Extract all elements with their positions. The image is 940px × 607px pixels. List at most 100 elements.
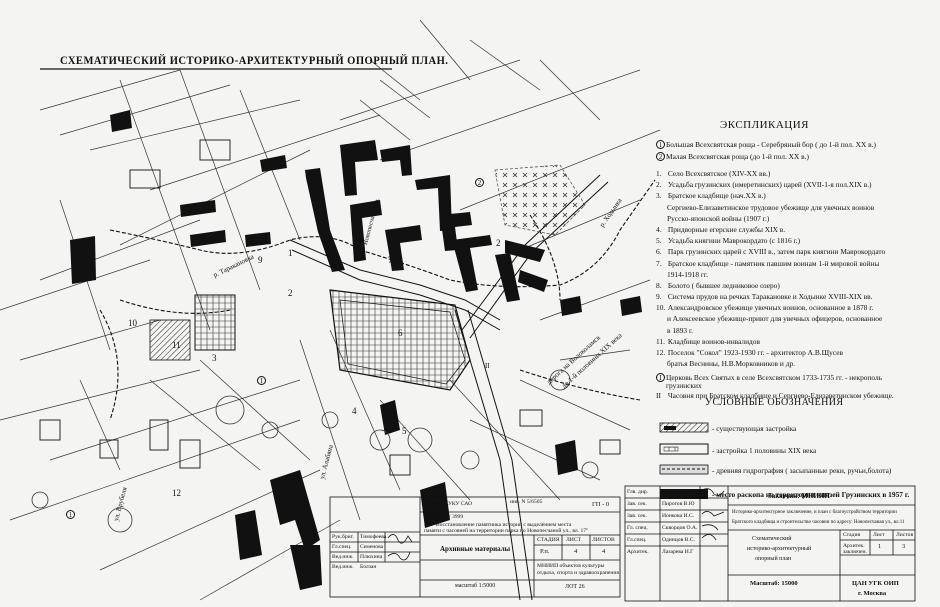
explication-item-text: Парк грузинских царей с XVIII в., затем …: [667, 247, 886, 257]
tb-right-plan: историко-архитектурный: [747, 546, 812, 552]
tb-role: Гл.спец.: [332, 544, 352, 550]
explication-item-text: Поселок "Сокол" 1923-1930 гг. - архитект…: [667, 348, 844, 357]
trees: [31, 369, 599, 533]
explication-item-number: 8.: [656, 280, 662, 290]
tb-header: ЛИСТ: [566, 537, 581, 543]
explication-item-ii: II Часовня при Братском кладбище и Серги…: [656, 391, 894, 400]
explication-item: 11. Кладбище воинов-инвалидов: [656, 336, 940, 349]
tb-right-plan: Схематический: [752, 536, 792, 542]
explication-item-number: 6.: [656, 247, 662, 257]
title-block-left-lines: [329, 496, 621, 598]
explication-item-text: Русско-японской войны (1907 г.): [667, 213, 770, 223]
legend-item-19th-century: - застройка 1 половины XIX века: [712, 446, 817, 455]
explication-item-text: Придворные егерские службы XIX в.: [667, 224, 786, 234]
explication-item-text: Система прудов на речках Таракановке и Х…: [667, 292, 873, 302]
tb-inventory: инв. N 5/6505: [510, 499, 543, 505]
signatures: [387, 488, 725, 561]
legend-swatches: [659, 422, 709, 499]
tb-desc: Р.п. "Восстановление памятника истории с…: [424, 522, 572, 528]
map-number: 12: [172, 488, 181, 498]
legend-item-excavation: - место раскопа на территории князей Гру…: [712, 490, 910, 499]
explication-item-text: Братское кладбище (нач.XX в.): [667, 191, 766, 201]
explication-item: 10. Александровское убежище увечных воин…: [656, 303, 940, 315]
tb-right-value: заключен.: [843, 549, 867, 555]
tb-right-customer: Заказчик: МНИИП: [768, 492, 830, 500]
legend-item-existing: - существующая застройка: [712, 424, 797, 433]
explication-item: 5. Усадьба княгини Маврокордато (с 1816 …: [656, 236, 940, 248]
explication-item-i-cont: грузинских: [666, 381, 702, 390]
map-number: 9: [258, 255, 263, 265]
explication-item-number: 3.: [656, 191, 662, 201]
tb-right-role: Гл. спец.: [627, 525, 648, 531]
tb-name: Болзан: [360, 564, 377, 570]
tb-right-role: Архитек.: [627, 549, 649, 555]
tb-role: Вед.инж.: [332, 554, 354, 560]
explication-item-text: 1914-1918 гг.: [667, 269, 708, 279]
tb-right-scale: Масштаб: 15000: [750, 580, 798, 587]
tb-name: Тимофеева: [360, 534, 387, 540]
tb-desc: памяти с часовней на территории парка по…: [424, 528, 589, 534]
explication-item-number: 12.: [656, 348, 666, 357]
tb-right-header: Листов: [896, 532, 914, 538]
legend-title: УСЛОВНЫЕ ОБОЗНАЧЕНИЯ: [705, 397, 844, 408]
title-block-right-lines: [624, 485, 916, 602]
tb-value: 4: [574, 548, 578, 555]
explication-item: братья Веснины, Н.В.Морковников и др.: [667, 359, 940, 371]
tb-right-org: г. Москва: [858, 590, 887, 597]
tb-code: Шифр: 95 / 3999: [424, 514, 464, 520]
map-number: 6: [398, 328, 403, 338]
tb-scale: масштаб 1:5000: [455, 583, 496, 589]
legend-item-hydrography: - древняя гидрография ( засыпанные реки,…: [712, 466, 892, 475]
map-number: 3: [212, 353, 217, 363]
explication-item-text: Болото ( бывшее ледниковое озеро): [667, 280, 780, 290]
tb-right-role: Глв. дир.: [627, 489, 649, 495]
tb-archive: Архивные материалы: [440, 545, 511, 553]
explication-item-text: братья Веснины, Н.В.Морковников и др.: [667, 359, 795, 369]
tb-right-header: Лист: [873, 532, 885, 538]
tb-right-desc: Братского кладбища и строительство часов…: [732, 520, 905, 525]
explication-item-number: 7.: [656, 258, 662, 268]
map-number: 2: [288, 288, 293, 298]
tb-org: отдыха, спорта и здравоохранения: [537, 570, 619, 576]
circled-number: 1: [656, 140, 665, 149]
tb-name: Семенова: [360, 544, 384, 550]
cemetery-area: [494, 164, 586, 236]
map-number: 9: [90, 262, 95, 272]
tb-right-org: ЦАН УГК ОИП: [852, 580, 899, 587]
tb-right-name: Одинцов В.С.: [662, 537, 695, 543]
explication-item-number: 1.: [656, 169, 662, 178]
explication-item: 2. Усадьба грузинских (имеретинских) цар…: [656, 180, 940, 192]
explication-item-text: в 1893 г.: [667, 325, 694, 335]
map-number: 1: [288, 248, 293, 258]
map-circled-number: 2: [475, 178, 485, 187]
map-number: 5: [402, 426, 407, 436]
tb-gp: ГП - 0: [592, 501, 610, 508]
tb-right-value: Архитек.: [843, 543, 865, 549]
circled-number: I: [656, 373, 665, 382]
explication-item-number: 11.: [656, 336, 665, 346]
explication-item-text: Усадьба грузинских (имеретинских) царей …: [667, 180, 872, 190]
explication-item: 4. Придворные егерские службы XIX в.: [656, 224, 940, 237]
tb-right-role: Зав. сек.: [627, 513, 647, 519]
tb-name: Плюхина: [360, 554, 383, 560]
tb-value: 4: [602, 548, 606, 555]
explication-item-number: 4.: [656, 224, 662, 234]
street-network: [0, 19, 661, 601]
tb-value: Р.п.: [540, 548, 550, 555]
tb-header: ЛИСТОВ: [592, 537, 615, 543]
building-outlines: [39, 139, 621, 476]
explication-item: Русско-японской войны (1907 г.): [667, 213, 940, 226]
explication-item-text: Усадьба княгини Маврокордато (с 1816 г.): [667, 236, 801, 246]
map-number: 7: [388, 255, 393, 265]
map-number: 2: [496, 238, 501, 248]
explication-item: 12. Поселок "Сокол" 1923-1930 гг. - архи…: [656, 348, 940, 360]
tb-customer: Заказчик: УКУ САО: [424, 501, 473, 507]
explication-item: в 1893 г.: [667, 325, 940, 338]
circled-number: 2: [656, 152, 665, 161]
explication-item-number: 10.: [656, 303, 666, 313]
tb-right-name: Скворцов О.А.: [662, 525, 698, 531]
explication-item: 8. Болото ( бывшее ледниковое озеро): [656, 280, 940, 293]
